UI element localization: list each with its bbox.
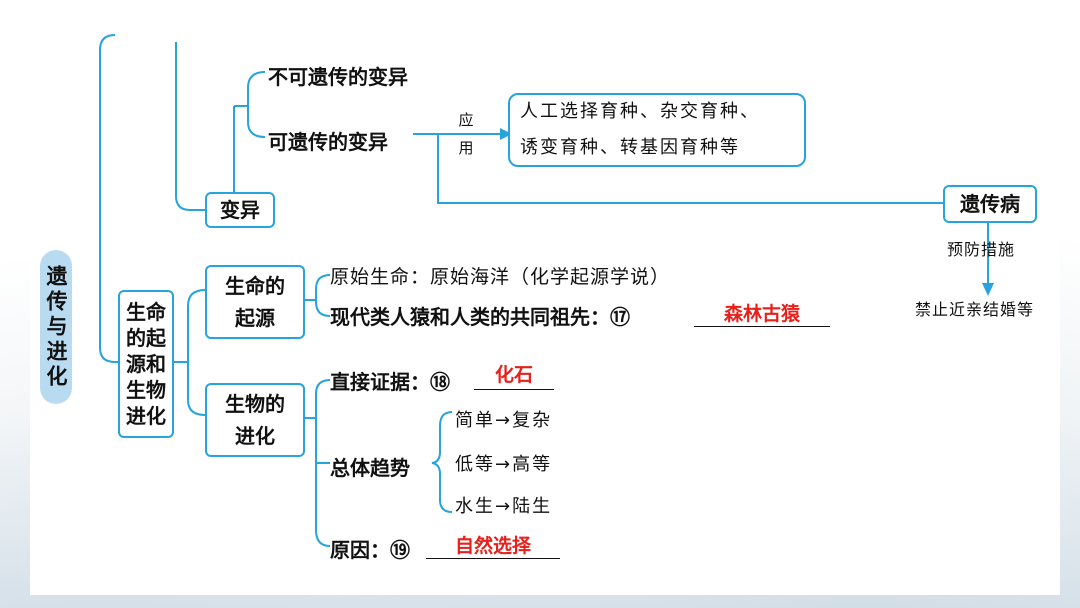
biological-evolution-box: 生物的进化 (205, 383, 305, 457)
blank-18 (474, 389, 554, 390)
variation-branch-bracket (247, 71, 266, 138)
prevention-label: 预防措施 (947, 240, 1016, 259)
primitive-life: 原始生命：原始海洋（化学起源学说） (330, 266, 671, 288)
cause: 原因：⑲ (330, 538, 410, 562)
prevention-arrow-head (982, 283, 994, 296)
trend-label: 总体趋势 (330, 456, 410, 480)
evolution-bracket (187, 289, 206, 416)
primitive-life-text: 原始生命：原始海洋（化学起源学说） (330, 262, 670, 289)
non-heritable-variation: 不可遗传的变异 (268, 65, 408, 89)
origin-of-life-box: 生命的起源 (205, 265, 305, 339)
variation-box: 变异 (205, 192, 275, 228)
genetic-disease-box: 遗传病 (943, 185, 1037, 223)
root-topic: 遗传与进化 (40, 250, 72, 404)
answer-17: 森林古猿 (723, 303, 800, 325)
prevention-result: 禁止近亲结婚等 (915, 300, 1035, 319)
trend-3: 水生→陆生 (455, 496, 553, 517)
blank-19 (426, 558, 560, 559)
origin-evolution-label: 生命的起源和生物进化 (126, 300, 166, 428)
common-ancestor: 现代类人猿和人类的共同祖先：⑰ (330, 305, 630, 329)
apply-label-2: 用 (458, 139, 474, 157)
apply-label-1: 应 (458, 111, 474, 129)
trend-brace (431, 411, 453, 513)
trend-1: 简单→复杂 (455, 410, 553, 431)
root-bracket-line (99, 34, 118, 363)
apply-arrow-head (500, 128, 512, 140)
answer-19: 自然选择 (454, 535, 531, 557)
disease-line (437, 134, 943, 204)
origin-bracket (315, 274, 331, 317)
answer-18: 化石 (494, 364, 533, 386)
biological-evolution-label: 生物的进化 (225, 392, 285, 448)
applications-line2: 诱变育种、转基因育种等 (520, 137, 740, 158)
blank-17 (694, 326, 830, 327)
heritable-variation: 可遗传的变异 (268, 130, 388, 154)
origin-of-life-label: 生命的起源 (225, 274, 285, 330)
applications-box: 人工选择育种、杂交育种、 诱变育种、转基因育种等 (508, 93, 806, 167)
trend-2: 低等→高等 (455, 454, 553, 475)
direct-evidence: 直接证据：⑱ (330, 370, 450, 394)
origin-evolution-box: 生命的起源和生物进化 (118, 290, 174, 438)
applications-line1: 人工选择育种、杂交育种、 (520, 101, 760, 122)
variation-stem-line (175, 42, 205, 211)
